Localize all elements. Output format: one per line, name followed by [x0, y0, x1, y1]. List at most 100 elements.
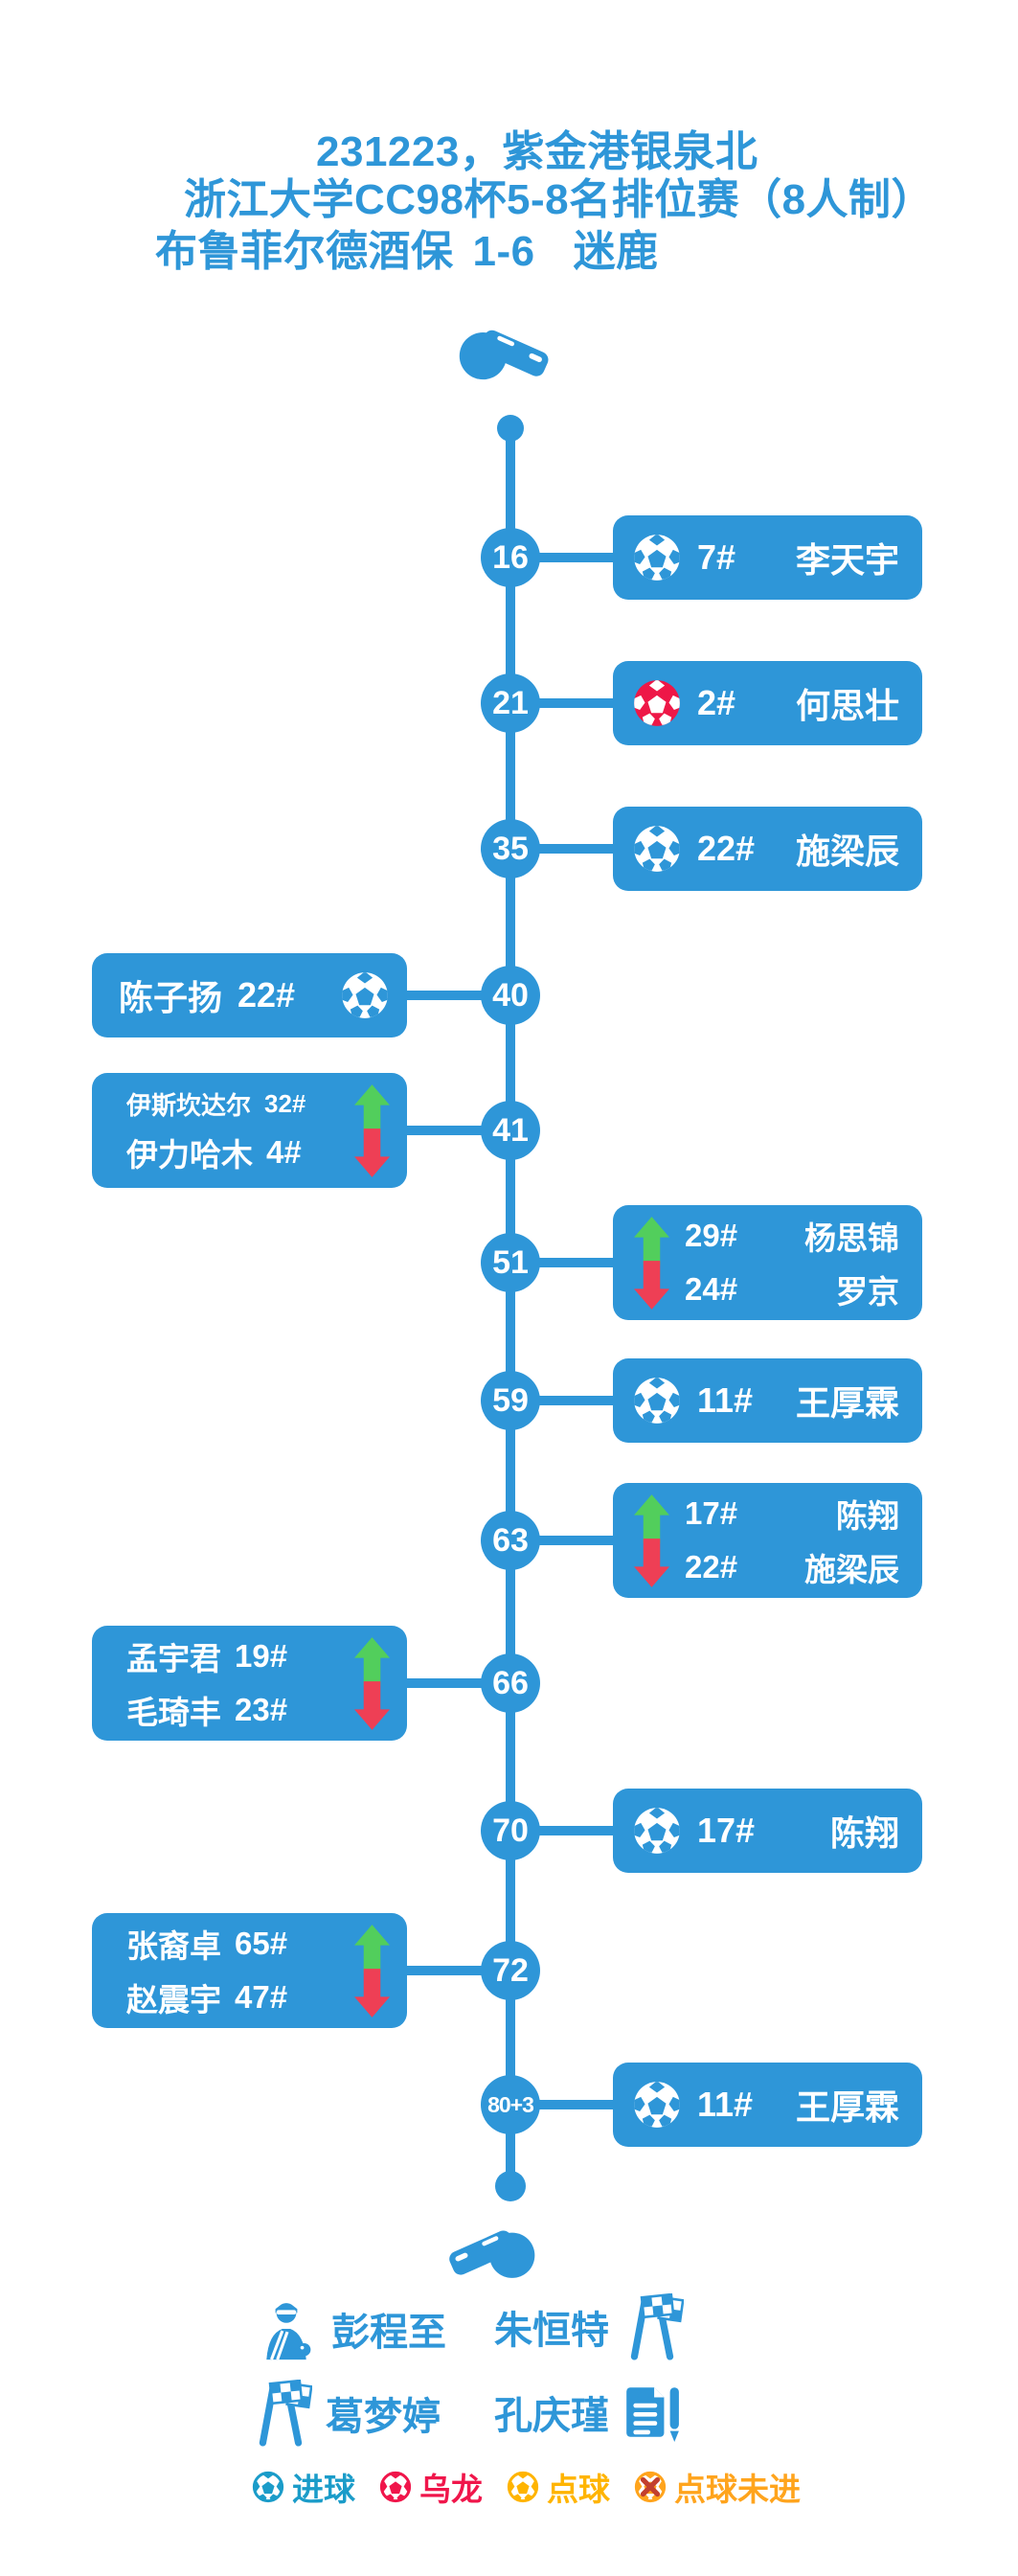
connector-line	[403, 1678, 485, 1688]
sub-in-arrow-icon	[634, 1493, 669, 1543]
substitution-arrows	[634, 1493, 669, 1587]
legend-label: 进球	[292, 2472, 355, 2507]
legend-label: 点球未进	[674, 2472, 801, 2507]
sub-in-arrow-icon	[354, 1636, 390, 1686]
connector-line	[403, 991, 485, 1000]
match-record-icon	[626, 2387, 679, 2442]
official-name: 葛梦婷	[326, 2396, 441, 2438]
official-name: 朱恒特	[494, 2310, 609, 2352]
sub-in-row: 孟宇君 19#	[126, 1633, 343, 1679]
goal-legend-ball-icon	[252, 2471, 284, 2503]
referee-icon	[266, 2303, 311, 2360]
event-card-goal: 11# 王厚霖	[613, 2063, 922, 2147]
official-referee: 彭程至	[259, 2297, 446, 2360]
player-name: 陈翔	[836, 1498, 899, 1534]
player-number: 32#	[264, 1088, 306, 1118]
legend-label: 点球	[547, 2472, 610, 2507]
event-card-goal: 7#李天宇	[613, 515, 922, 600]
player-number: 11#	[697, 2085, 754, 2124]
sub-in-arrow-icon	[354, 1924, 390, 1973]
kickoff-whistle-icon	[459, 330, 549, 380]
player-name: 施梁辰	[804, 1552, 899, 1587]
legend-item-penalty: 点球	[506, 2464, 610, 2510]
player-number: 24#	[685, 1271, 738, 1307]
player-number: 17#	[685, 1495, 738, 1531]
player-number: 22#	[685, 1549, 738, 1584]
player-number: 2#	[697, 683, 736, 722]
player-number: 4#	[266, 1133, 302, 1170]
minute-badge: 63	[481, 1511, 540, 1570]
match-date-venue: 231223，紫金港银泉北	[316, 128, 758, 175]
substitution-players: 伊斯坎达尔 32# 伊力哈木 4#	[126, 1086, 343, 1175]
connector-line	[536, 1396, 617, 1405]
connector-line	[536, 698, 617, 708]
event-card-goal: 11#王厚霖	[613, 1358, 922, 1443]
event-card-own-goal: 2#何思壮	[613, 661, 922, 745]
legend-item-goal: 进球	[251, 2464, 355, 2510]
minute-badge: 35	[481, 819, 540, 878]
player-number: 22#	[697, 829, 756, 868]
goal-ball-icon	[634, 1378, 680, 1424]
player-number: 11#	[697, 1380, 754, 1420]
connector-line	[536, 844, 617, 854]
competition-name: 浙江大学CC98杯5-8名排位赛（8人制）	[184, 176, 935, 223]
score-line: 布鲁菲尔德酒保 1-6 迷鹿	[155, 217, 659, 278]
assistant-flags-icon	[630, 2293, 684, 2360]
player-name: 李天宇	[795, 540, 899, 580]
goal-ball-icon	[342, 972, 388, 1018]
player-name: 伊斯坎达尔	[126, 1090, 252, 1120]
player-number: 65#	[235, 1926, 288, 1961]
player-number: 19#	[235, 1638, 288, 1674]
legend-label: 乌龙	[419, 2472, 483, 2507]
goal-ball-icon	[634, 2082, 680, 2128]
substitution-arrows	[354, 1636, 390, 1730]
player-number: 22#	[238, 975, 296, 1014]
sub-out-arrow-icon	[354, 1680, 390, 1730]
connector-line	[536, 1258, 617, 1267]
official-name: 孔庆瑾	[494, 2395, 609, 2437]
player-name: 杨思锦	[804, 1220, 899, 1256]
official-assistant-referee: 朱恒特	[494, 2293, 684, 2360]
connector-line	[536, 1826, 617, 1835]
sub-in-arrow-icon	[354, 1083, 390, 1133]
event-card-substitution: 17# 陈翔 22# 施梁辰	[613, 1483, 922, 1598]
sub-out-arrow-icon	[354, 1968, 390, 2017]
timeline-start-dot	[497, 415, 524, 442]
player-name: 伊力哈木	[126, 1136, 253, 1173]
minute-badge: 41	[481, 1101, 540, 1160]
own-goal-ball-icon	[634, 680, 680, 726]
legend: 进球 乌龙 点球 点球未进	[251, 2464, 801, 2510]
player-name: 孟宇君	[126, 1641, 221, 1676]
penalty-legend-ball-icon	[507, 2471, 539, 2503]
sub-in-arrow-icon	[634, 1216, 669, 1265]
penalty-missed-legend-icon	[634, 2471, 667, 2503]
player-number: 17#	[697, 1811, 756, 1850]
own-goal-legend-ball-icon	[379, 2471, 412, 2503]
player-name: 陈翔	[829, 1813, 899, 1853]
connector-line	[403, 1126, 485, 1135]
player-number: 47#	[235, 1979, 288, 2015]
minute-badge: 51	[481, 1233, 540, 1292]
connector-line	[536, 553, 617, 562]
official-assistant-referee: 葛梦婷	[249, 2380, 441, 2447]
player-number: 29#	[685, 1218, 738, 1253]
home-team-name: 布鲁菲尔德酒保	[155, 228, 454, 275]
player-name: 罗京	[836, 1274, 899, 1310]
player-name: 王厚霖	[795, 2087, 899, 2127]
event-card-goal: 22#施梁辰	[613, 807, 922, 891]
substitution-arrows	[634, 1216, 669, 1310]
connector-line	[403, 1966, 485, 1975]
final-score: 1-6	[472, 228, 535, 275]
substitution-players: 17# 陈翔 22# 施梁辰	[685, 1491, 899, 1590]
timeline-end-dot	[495, 2171, 526, 2201]
event-card-substitution: 29# 杨思锦 24# 罗京	[613, 1205, 922, 1320]
sub-in-row: 17# 陈翔	[685, 1491, 899, 1537]
